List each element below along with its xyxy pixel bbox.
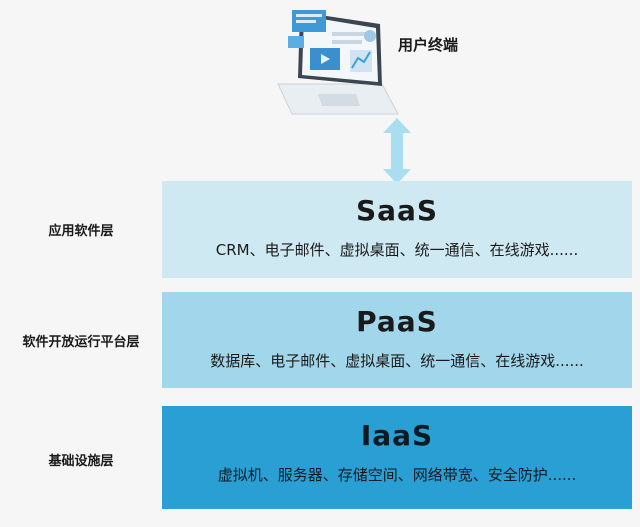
user-terminal-illustration (270, 2, 400, 124)
paas-title: PaaS (356, 305, 438, 338)
bidirectional-arrow-icon (383, 118, 411, 184)
side-label-application: 应用软件层 (48, 224, 114, 239)
iaas-title: IaaS (360, 419, 434, 452)
user-terminal-label: 用户终端 (398, 36, 459, 54)
saas-title: SaaS (355, 194, 439, 227)
saas-layer: SaaS CRM、电子邮件、虚拟桌面、统一通信、在线游戏...... (162, 181, 632, 278)
paas-description: 数据库、电子邮件、虚拟桌面、统一通信、在线游戏...... (210, 352, 584, 370)
saas-description: CRM、电子邮件、虚拟桌面、统一通信、在线游戏...... (215, 241, 579, 259)
laptop-icon (277, 10, 399, 115)
paas-layer: PaaS 数据库、电子邮件、虚拟桌面、统一通信、在线游戏...... (162, 292, 632, 388)
side-label-infrastructure: 基础设施层 (48, 454, 114, 469)
side-label-platform: 软件开放运行平台层 (22, 335, 140, 350)
iaas-layer: IaaS 虚拟机、服务器、存储空间、网络带宽、安全防护...... (162, 406, 632, 509)
iaas-description: 虚拟机、服务器、存储空间、网络带宽、安全防护...... (217, 466, 577, 484)
